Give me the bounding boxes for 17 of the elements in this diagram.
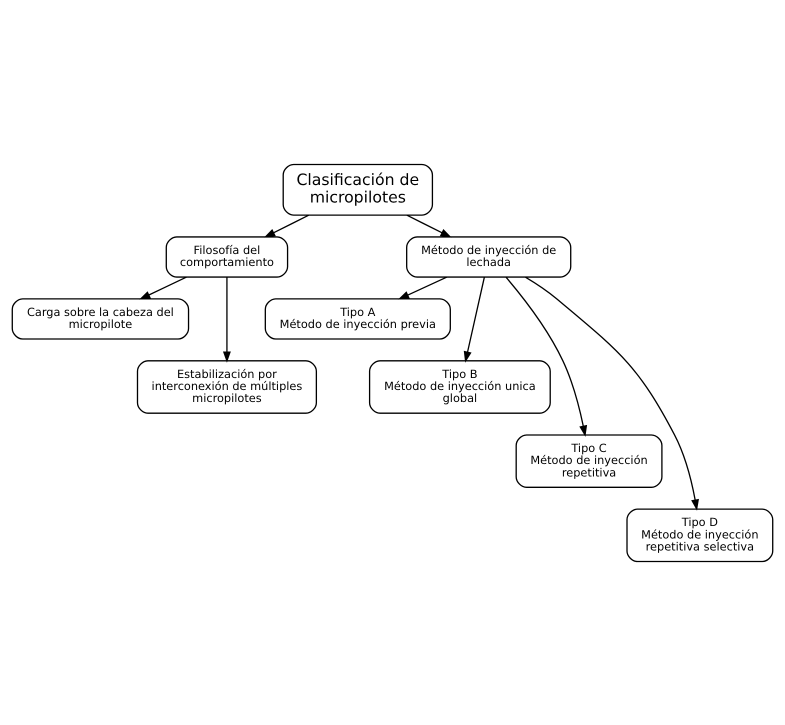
node-box: Estabilización por interconexión de múltiples micropilotes <box>136 360 318 414</box>
arrow <box>222 276 231 362</box>
arrow <box>139 276 187 300</box>
node-box: Filosofía del comportamiento <box>166 236 288 278</box>
node-box: Tipo A Método de inyección previa <box>264 298 451 340</box>
arrow <box>406 214 452 238</box>
node-box: Clasificación de micropilotes <box>282 163 434 216</box>
node-box: Método de inyección de lechada <box>406 236 572 278</box>
node-box: Tipo B Método de inyección unica global <box>368 360 551 414</box>
arrow <box>264 214 309 238</box>
arrow <box>464 276 486 362</box>
node-box: Tipo C Método de inyección repetitiva <box>516 434 663 488</box>
arrow <box>506 276 588 436</box>
arrow <box>525 276 699 510</box>
arrow <box>398 276 448 300</box>
node-box: Tipo D Método de inyección repetitiva selectiva <box>626 508 774 562</box>
node-box: Carga sobre la cabeza del micropilote <box>12 298 190 340</box>
